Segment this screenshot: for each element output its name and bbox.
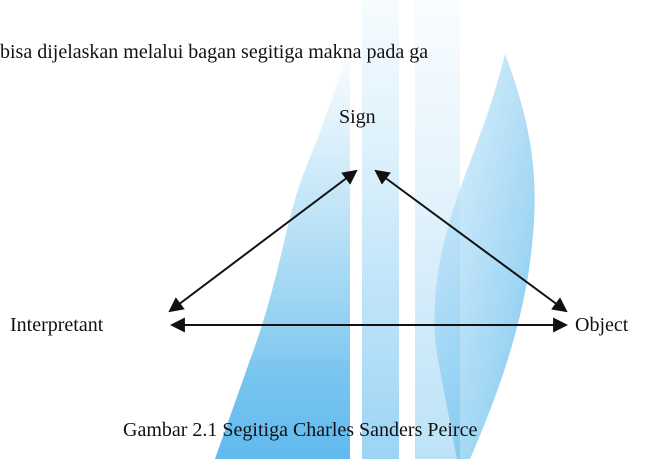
body-text-line: bisa dijelaskan melalui bagan segitiga m…: [0, 41, 429, 63]
sign-interpretant-arrow: [168, 169, 358, 313]
sign-object-arrow: [374, 169, 568, 313]
object-label: Object: [575, 314, 629, 336]
sign-label: Sign: [339, 106, 376, 128]
figure-caption: Gambar 2.1 Segitiga Charles Sanders Peir…: [123, 419, 478, 441]
interpretant-label: Interpretant: [10, 314, 104, 336]
watermark-bottom-fill: [215, 360, 350, 459]
